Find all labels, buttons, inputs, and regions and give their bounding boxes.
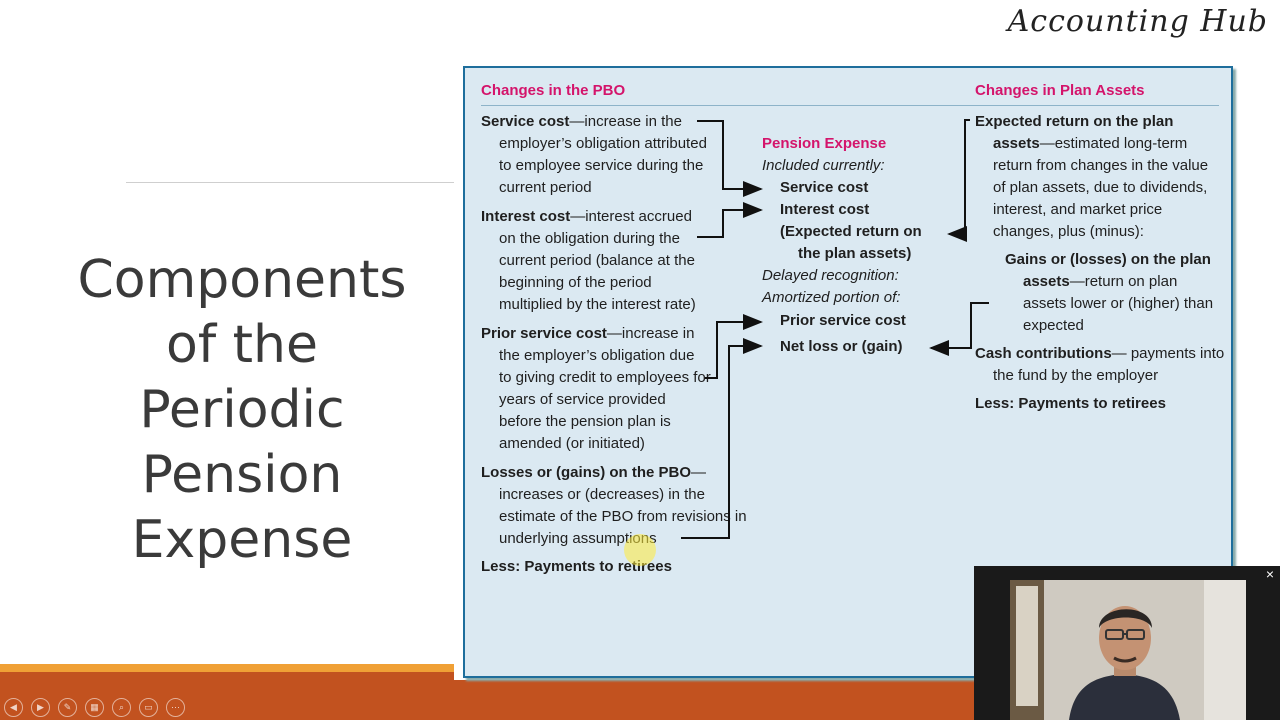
interest-cost-arrow [697, 202, 763, 238]
expense-service-cost: Service cost [780, 179, 869, 196]
pen-icon[interactable]: ✎ [58, 698, 77, 717]
service-cost-text: —increase in the employer’s obligation a… [499, 113, 707, 196]
prior-service-text: —increase in the employer’s obligation d… [499, 325, 711, 452]
next-icon[interactable]: ▶ [31, 698, 50, 717]
zoom-icon[interactable]: ⌕ [112, 698, 131, 717]
slides-icon[interactable]: ▦ [85, 698, 104, 717]
cash-contributions-text: — payments into the fund by the employer [993, 345, 1225, 384]
expense-expected-return-cont: the plan assets) [798, 245, 912, 262]
expected-return-term: Expected return on the plan assets [975, 113, 1174, 152]
expense-expected-return: (Expected return on [780, 223, 922, 240]
gains-losses-arrow [929, 302, 989, 356]
slide-title: Components of the Periodic Pension Expen… [40, 248, 444, 573]
pbo-less-payments: Less: Payments to retirees [481, 558, 672, 575]
slideshow-controls: ◀ ▶ ✎ ▦ ⌕ ▭ ⋯ [4, 698, 185, 717]
brand-logo: Accounting Hub [1007, 4, 1268, 39]
included-currently: Included currently: [762, 157, 885, 174]
slide-title-line: Components [77, 250, 407, 310]
subtitles-icon[interactable]: ▭ [139, 698, 158, 717]
expense-prior-service: Prior service cost [780, 312, 906, 329]
service-cost-arrow [697, 120, 763, 197]
expected-return-text: —estimated long-term return from changes… [993, 135, 1209, 240]
cash-contributions-term: Cash contributions [975, 345, 1112, 362]
title-divider [126, 182, 454, 183]
prev-icon[interactable]: ◀ [4, 698, 23, 717]
slide-title-line: Expense [131, 510, 353, 570]
slide-title-line: Periodic [139, 380, 345, 440]
flow-arrows [681, 119, 989, 539]
header-rule [481, 105, 1219, 106]
losses-term: Losses or (gains) on the PBO [481, 464, 692, 481]
presenter-video [974, 566, 1280, 720]
pbo-column: Service cost—increase in the employer’s … [481, 111, 747, 578]
gains-losses-text: —return on plan assets lower or (higher)… [1023, 273, 1214, 334]
delayed-recognition: Delayed recognition: [762, 267, 899, 284]
pension-expense-header: Pension Expense [762, 135, 887, 152]
webcam-overlay[interactable]: × [974, 566, 1280, 720]
close-icon[interactable]: × [1265, 566, 1274, 582]
expense-interest-cost: Interest cost [780, 201, 870, 218]
interest-cost-text: —interest accrued on the obligation duri… [499, 208, 696, 313]
expense-column: Included currently: Service cost Interes… [762, 155, 922, 358]
expense-net-loss: Net loss or (gain) [780, 338, 903, 355]
plan-assets-column: Expected return on the plan assets—estim… [975, 111, 1224, 415]
losses-arrow [681, 338, 763, 539]
prior-service-term: Prior service cost [481, 325, 607, 342]
plan-assets-header: Changes in Plan Assets [975, 82, 1145, 99]
pbo-header: Changes in the PBO [481, 82, 626, 99]
slide-title-line: of the [166, 315, 318, 375]
cursor-highlight [624, 534, 656, 566]
losses-text: —increases or (decreases) in the estimat… [499, 464, 747, 547]
more-icon[interactable]: ⋯ [166, 698, 185, 717]
amortized-portion: Amortized portion of: [762, 289, 901, 306]
gains-losses-term: Gains or (losses) on the plan assets [1005, 251, 1211, 290]
expected-return-arrow [947, 119, 970, 242]
prior-service-arrow [705, 314, 763, 379]
slide-title-line: Pension [141, 445, 343, 505]
assets-less-payments: Less: Payments to retirees [975, 395, 1166, 412]
interest-cost-term: Interest cost [481, 208, 571, 225]
service-cost-term: Service cost [481, 113, 570, 130]
